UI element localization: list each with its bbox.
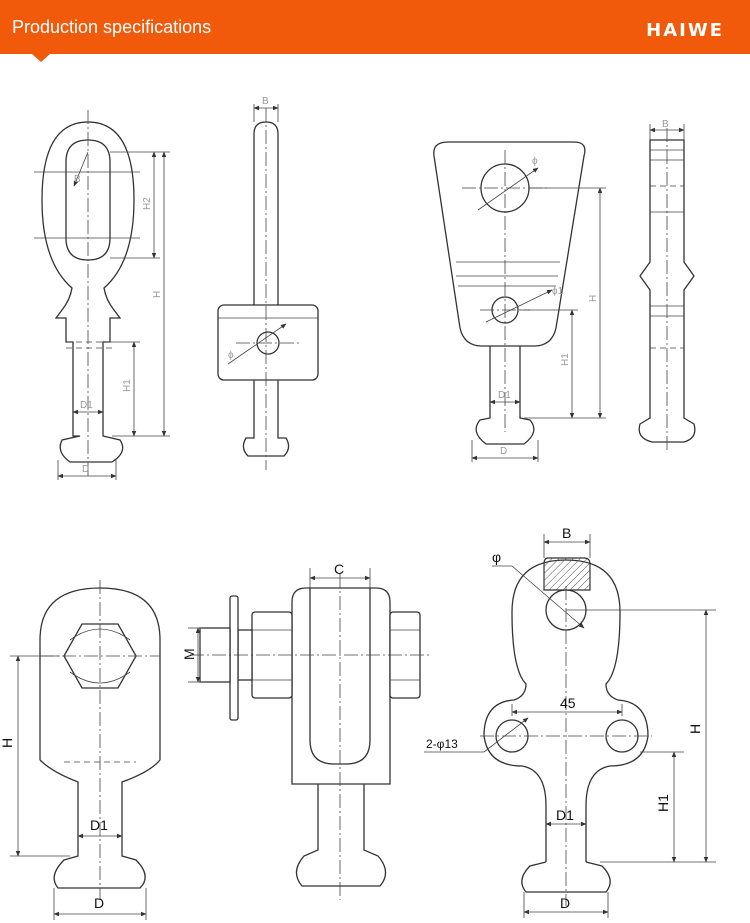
dim-label-B: B [562,525,571,541]
header-pointer [32,54,50,62]
dim-label-B: B [262,96,269,107]
dim-label-M: M [181,648,197,660]
dim-label-C: C [334,561,344,577]
figure-3-triangular-clevis: ϕ ϕ1 H H1 D1 D [433,141,606,462]
header-bar: Production specifications HAIWE [0,0,750,54]
dim-label-D: D [94,895,104,911]
dim-label-H: H [152,291,163,298]
dim-label-holes: 2-φ13 [426,737,458,751]
figure-5-round-eye-link: H D1 D [0,580,161,920]
dim-label-H1: H1 [655,794,671,812]
dim-label-H: H [687,724,703,734]
dim-label-H2: H2 [142,197,153,210]
dim-label-45: 45 [560,695,576,711]
dim-label-B: B [662,119,669,130]
dim-label-H: H [588,295,599,302]
figure-2-side-view: ϕ B [217,96,319,470]
dim-label-D1: D1 [556,807,574,823]
dim-label-D1: D1 [80,400,93,411]
dim-label-H1: H1 [122,379,133,392]
dim-label-D: D [500,446,507,457]
figure-7-double-hole-link: B φ 45 2-φ13 H H1 D1 D [424,525,716,918]
dim-label-D1: D1 [498,390,511,401]
dim-label-D: D [82,464,89,475]
brand-logo: HAIWE [646,20,724,41]
dim-label-H: H [0,738,15,748]
figure-4-side-profile: B [638,119,696,450]
dim-label-phi1: ϕ1 [552,286,564,297]
dim-label-phi: φ [492,549,501,565]
figure-1-eye-ball-link: B H2 H H1 D1 D [34,110,170,480]
dim-label-H1: H1 [560,353,571,366]
dim-label-phi: ϕ [228,350,234,361]
dim-label-D: D [560,895,570,911]
figure-6-clevis-bolt: C M [181,561,430,900]
page-title: Production specifications [12,17,212,37]
dim-label-D1: D1 [90,817,108,833]
dim-label-phi: ϕ [532,156,538,167]
dim-label-B: B [74,174,81,185]
